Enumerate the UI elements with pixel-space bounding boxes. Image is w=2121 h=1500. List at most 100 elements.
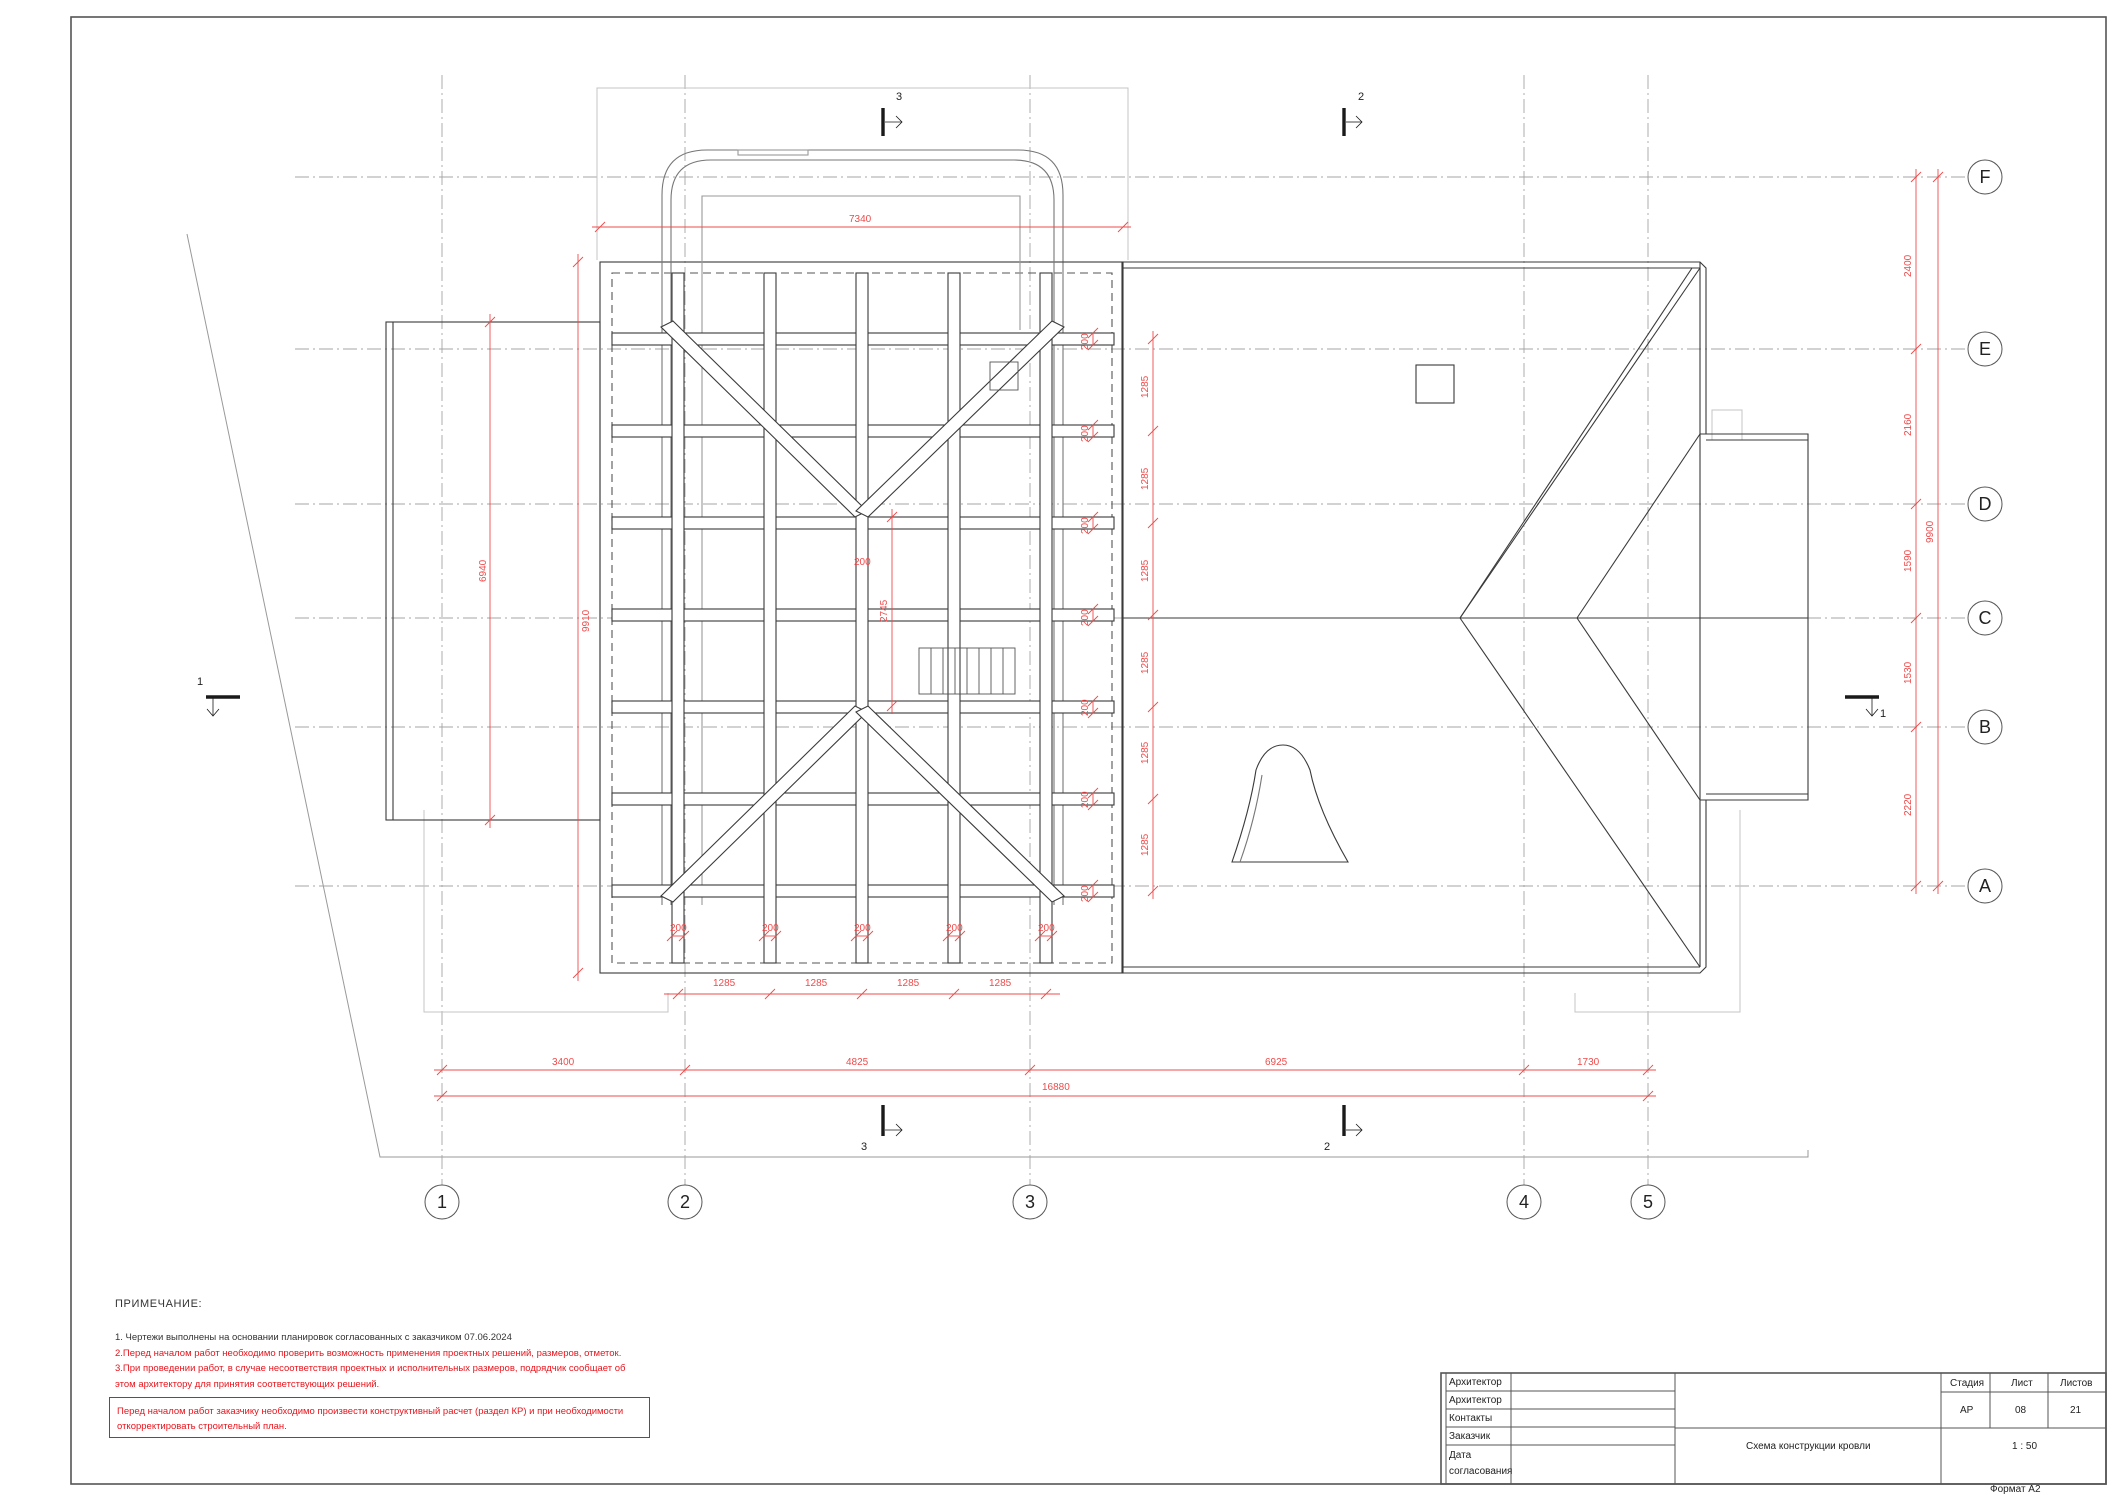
dimension-tick: [672, 988, 684, 1000]
dim-beam-width: 200: [1080, 885, 1091, 902]
dim-beam-width: 200: [1080, 609, 1091, 626]
axis-label: C: [1979, 608, 1992, 628]
site-boundary: [186, 233, 1809, 1158]
dimension-tick: [1642, 1090, 1654, 1102]
tb-role-1: Архитектор: [1449, 1377, 1502, 1388]
dimension-tick: [1087, 327, 1099, 339]
tb-sheet-label: Лист: [2011, 1378, 2033, 1389]
dimension-tick: [862, 930, 874, 942]
axis-label: 5: [1643, 1192, 1653, 1212]
dimension-tick: [770, 930, 782, 942]
dim-bottom-total: 16880: [1042, 1082, 1070, 1093]
section-label: 1: [1880, 708, 1886, 720]
dim-bottom-4: 1730: [1577, 1057, 1600, 1068]
tb-stage-label: Стадия: [1950, 1378, 1985, 1389]
vertical-beam: [947, 272, 961, 964]
dim-right-total: 9900: [1925, 520, 1936, 543]
section-label: 3: [861, 1141, 867, 1153]
tb-scale: 1 : 50: [2012, 1441, 2038, 1452]
sheet-format: Формат А2: [1990, 1484, 2041, 1495]
dim-right-5: 2220: [1903, 793, 1914, 816]
dim-spacing-v: 1285: [1140, 375, 1151, 398]
dimension-tick: [1910, 612, 1922, 624]
warning-line-2: откорректировать строительный план.: [117, 1421, 287, 1432]
dimension-tick: [1087, 799, 1099, 811]
dimension-tick: [1040, 988, 1052, 1000]
axis-bubble-D: D: [1967, 486, 2003, 522]
dim-spacing-v: 1285: [1140, 741, 1151, 764]
dim-overall-depth: 9910: [581, 609, 592, 632]
dimension-tick: [954, 930, 966, 942]
dimension-tick: [1932, 880, 1944, 892]
dimension-tick: [886, 700, 898, 712]
dimension-labels: 7340 6940 9910 2745 16880 9900 3400 4825…: [478, 214, 1936, 1093]
tb-role-6: согласования: [1449, 1466, 1513, 1477]
vertical-beams: [671, 272, 1053, 964]
tb-sheet: 08: [2015, 1405, 2027, 1416]
dim-spacing-v: 1285: [1140, 651, 1151, 674]
dim-spacing-h: 1285: [989, 978, 1012, 989]
dimension-tick: [856, 988, 868, 1000]
axis-bubble-F: F: [1967, 159, 2003, 195]
stair: [918, 361, 1019, 695]
axis-label: D: [1979, 494, 1992, 514]
section-label: 3: [896, 91, 902, 103]
dim-beam-width: 200: [854, 557, 871, 568]
axis-bubble-3: 3: [1012, 1184, 1048, 1220]
dimension-tick: [1087, 603, 1099, 615]
dim-spacing-h: 1285: [805, 978, 828, 989]
left-bay-roof: [385, 321, 601, 821]
dimension-tick: [850, 930, 862, 942]
title-block: [1440, 1372, 2107, 1485]
section-label: 2: [1324, 1141, 1330, 1153]
dimension-tick: [1087, 615, 1099, 627]
tb-title: Схема конструкции кровли: [1746, 1441, 1871, 1452]
axis-label: E: [1979, 339, 1991, 359]
axis-bubble-B: B: [1967, 709, 2003, 745]
dimension-tick: [1087, 523, 1099, 535]
section-label: 1: [197, 676, 203, 688]
dimension-tick: [484, 316, 496, 328]
dimension-tick: [436, 1064, 448, 1076]
dimension-tick: [1910, 721, 1922, 733]
dim-spacing-v: 1285: [1140, 467, 1151, 490]
dimension-tick: [1910, 171, 1922, 183]
axis-bubble-A: A: [1967, 868, 2003, 904]
warning-box: Перед началом работ заказчику необходимо…: [109, 1397, 650, 1438]
axis-label: 3: [1025, 1192, 1035, 1212]
vertical-beam: [763, 272, 777, 964]
hip-roof: [1058, 261, 1809, 974]
dimension-tick: [1087, 419, 1099, 431]
dimension-tick: [1034, 930, 1046, 942]
dimension-tick: [764, 988, 776, 1000]
axis-label: B: [1979, 717, 1991, 737]
dimension-tick: [942, 930, 954, 942]
dimension-tick: [1910, 498, 1922, 510]
dimension-tick: [1046, 930, 1058, 942]
note-3-cont: этом архитектору для принятия соответств…: [115, 1378, 380, 1390]
axis-bubbles: 1 2 3 4 5 F E D C B A: [424, 159, 2003, 1220]
dimension-tick: [1087, 879, 1099, 891]
diagonal-beams: [660, 320, 1065, 903]
dim-top-width: 7340: [849, 214, 872, 225]
axis-bubble-4: 4: [1506, 1184, 1542, 1220]
section-markers: [206, 108, 1879, 1137]
dim-left-depth: 6940: [478, 559, 489, 582]
dim-spacing-v: 1285: [1140, 833, 1151, 856]
dim-beam-width: 200: [1080, 425, 1091, 442]
section-label: 2: [1358, 91, 1364, 103]
dimension-tick: [886, 511, 898, 523]
dimension-tick: [758, 930, 770, 942]
warning-line-1: Перед началом работ заказчику необходимо…: [117, 1406, 624, 1417]
notes-heading: ПРИМЕЧАНИЕ:: [115, 1298, 203, 1310]
dim-spacing-h: 1285: [897, 978, 920, 989]
dimension-tick: [1910, 880, 1922, 892]
note-2: 2.Перед началом работ необходимо провери…: [115, 1347, 622, 1359]
dimensions: [434, 169, 1944, 1102]
dim-beam-width: 200: [670, 923, 687, 934]
axis-bubble-2: 2: [667, 1184, 703, 1220]
axis-label: A: [1979, 876, 1991, 896]
axis-label: 2: [680, 1192, 690, 1212]
axis-label: 4: [1519, 1192, 1529, 1212]
